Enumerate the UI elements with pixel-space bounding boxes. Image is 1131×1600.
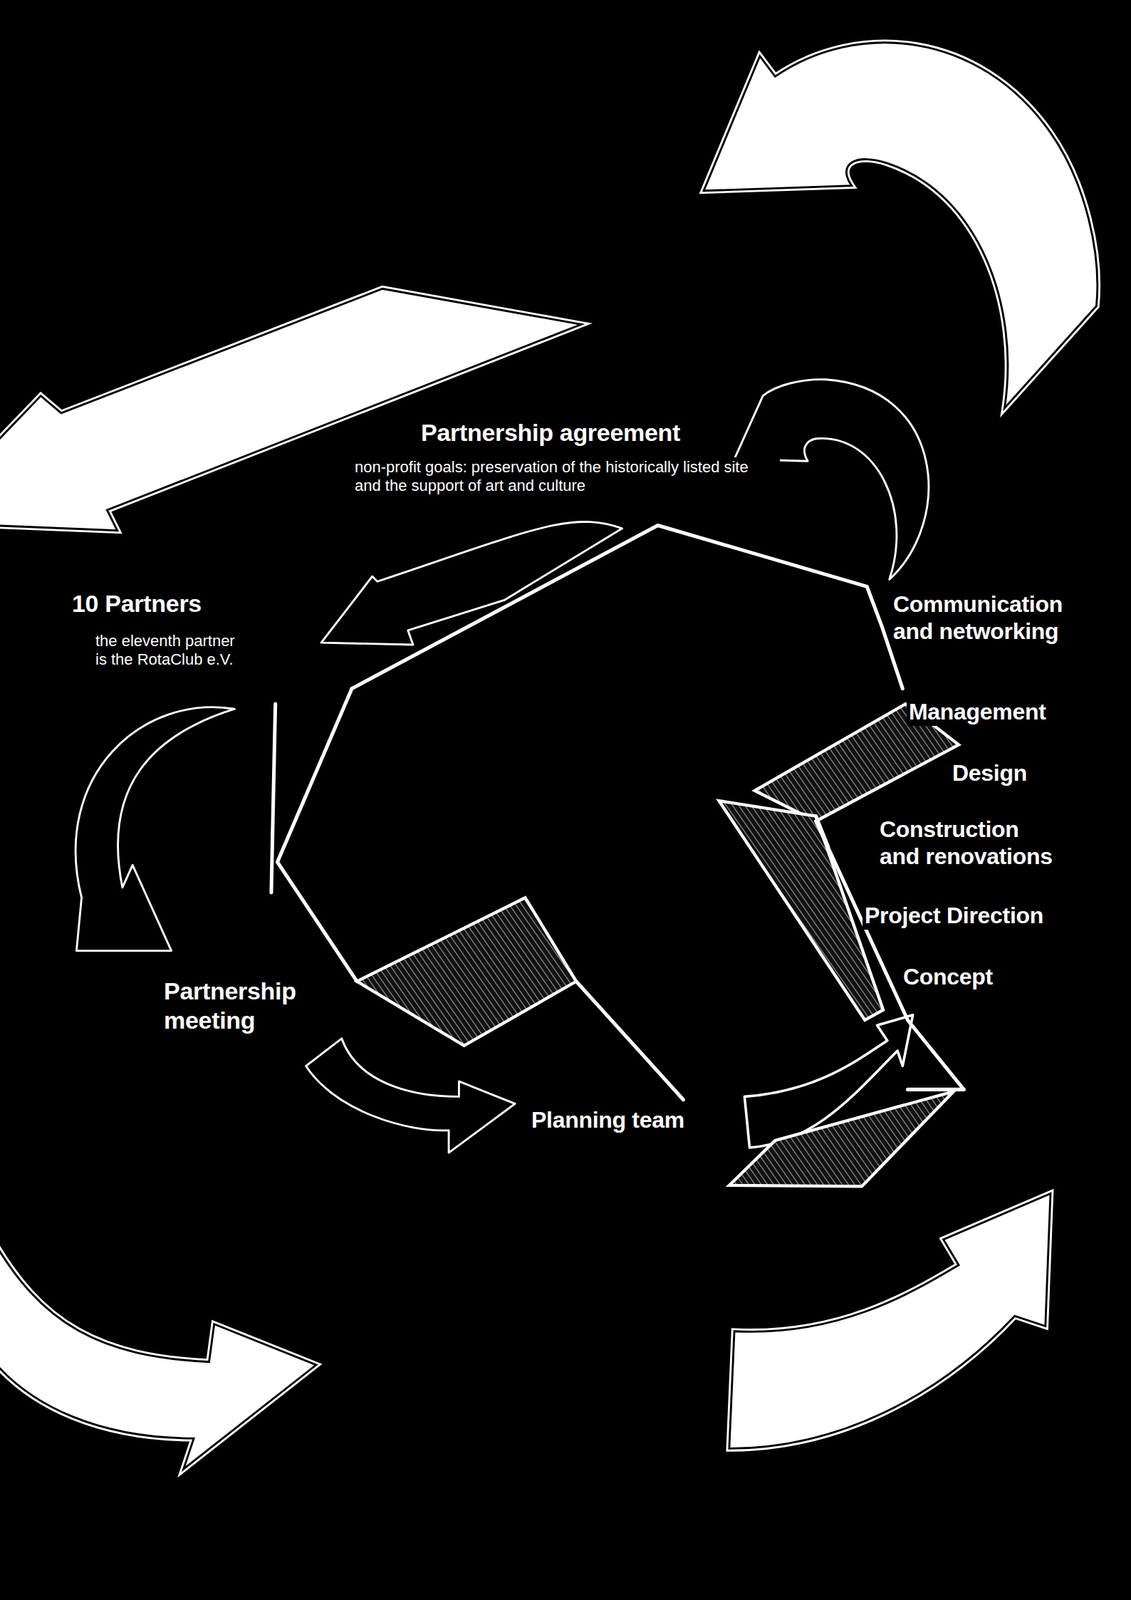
note-label: the eleventh partner is the RotaClub e.V… xyxy=(93,631,243,671)
sketch-lines xyxy=(271,524,964,1099)
heading-label: Partnership meeting xyxy=(161,975,336,1036)
big-arrow xyxy=(0,1234,317,1469)
hatched-plane xyxy=(729,1091,954,1186)
role-label: Concept xyxy=(900,962,995,991)
role-label: Management xyxy=(906,697,1049,726)
note-label: non-profit goals: preservation of the hi… xyxy=(352,457,780,497)
heading-label: 10 Partners xyxy=(69,588,204,619)
sketch-figure xyxy=(271,524,964,1186)
sketch-line xyxy=(576,981,684,1100)
big-arrow-line xyxy=(703,42,1098,409)
big-arrow xyxy=(703,42,1098,409)
heading-label: Partnership agreement xyxy=(418,417,683,448)
sketch-line xyxy=(816,816,829,847)
sketch-line xyxy=(271,703,276,893)
big-arrow-line xyxy=(0,1234,317,1469)
outline-arrow xyxy=(306,1038,516,1153)
role-label: Construction and renovations xyxy=(877,814,1062,872)
big-arrow xyxy=(729,1192,1051,1448)
heading-label: Planning team xyxy=(529,1105,687,1134)
big-arrow-line xyxy=(729,1192,1051,1448)
hatched-plane xyxy=(356,897,577,1046)
role-label: Design xyxy=(950,758,1030,787)
role-label: Project Direction xyxy=(862,900,1046,930)
sketch-line xyxy=(907,1087,964,1092)
sketch-line xyxy=(277,688,358,982)
big-arrows xyxy=(0,42,1098,1469)
outline-arrow xyxy=(75,707,235,951)
sketch-line xyxy=(351,524,903,689)
role-label: Communication and networking xyxy=(890,589,1099,646)
